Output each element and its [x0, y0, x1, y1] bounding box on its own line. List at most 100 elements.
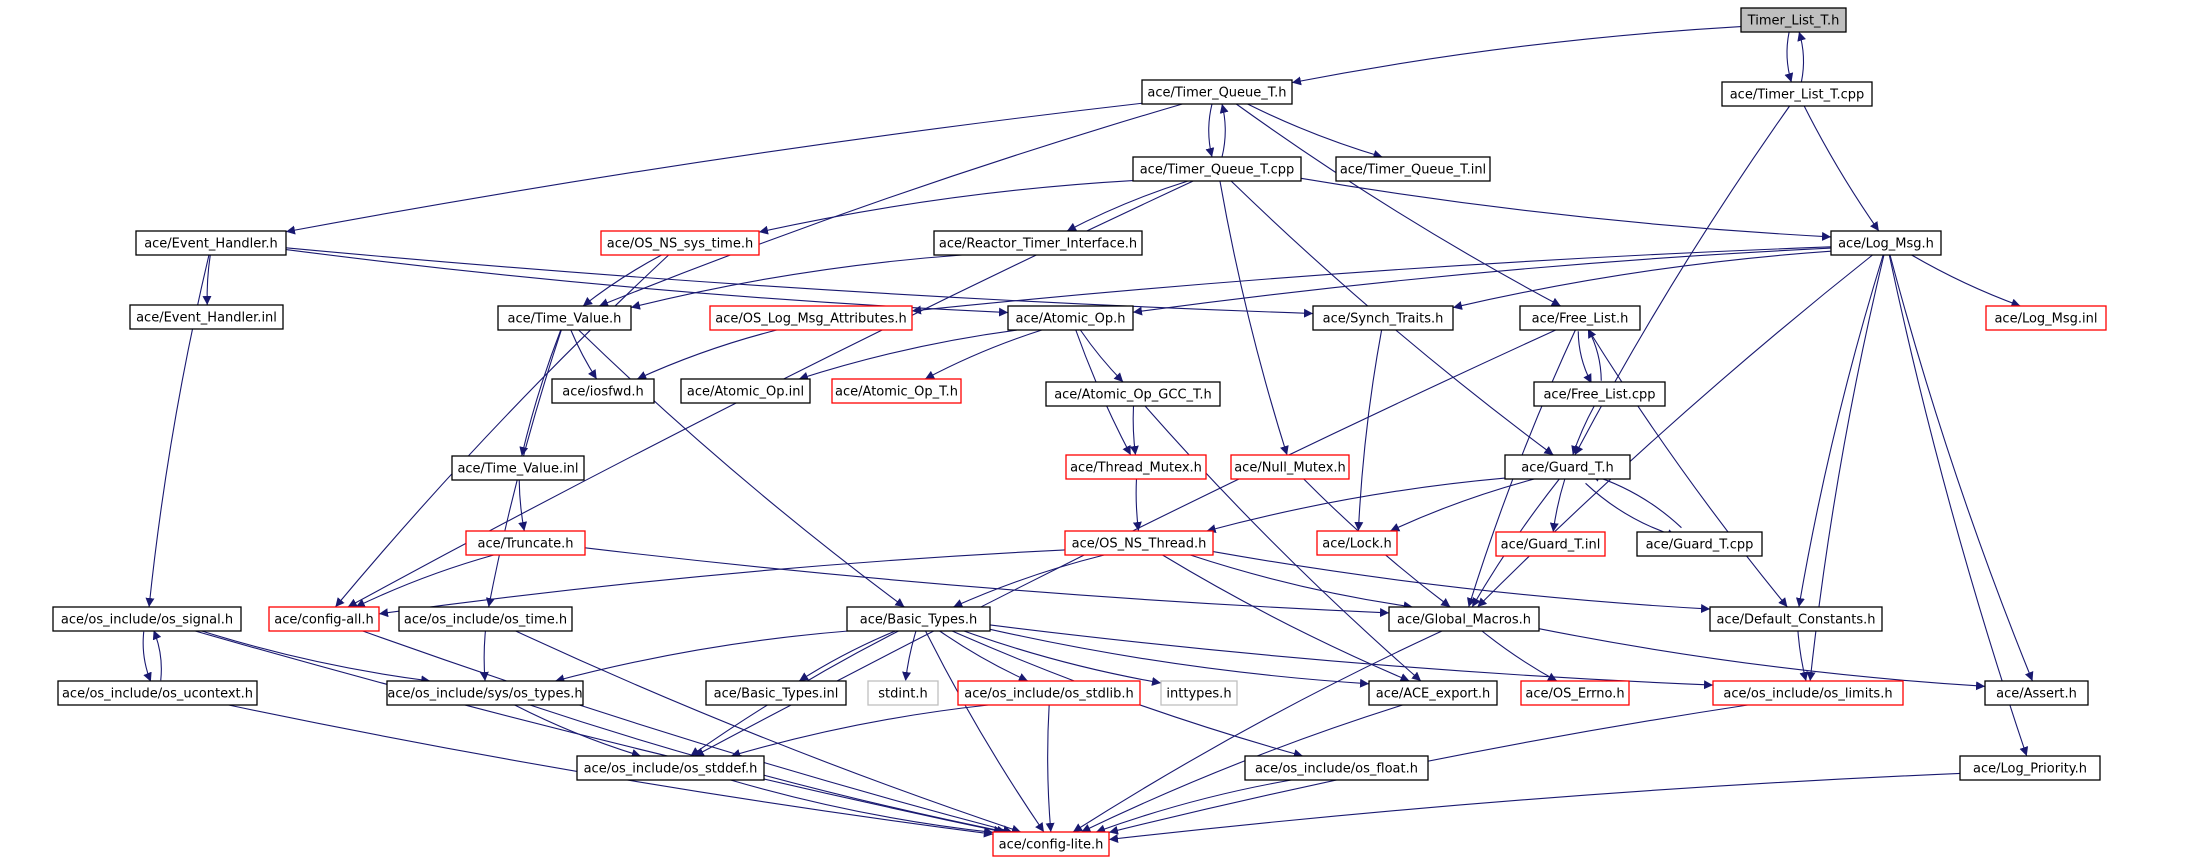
node-label: ace/Event_Handler.h — [144, 237, 278, 252]
edge-global_macros_h-to-config_lite_h — [1072, 630, 1443, 833]
node-box — [386, 680, 584, 706]
node-os-signal-h[interactable]: ace/os_include/os_signal.h — [52, 606, 242, 632]
node-log-msg-inl[interactable]: ace/Log_Msg.inl — [1985, 305, 2107, 331]
node-event-handler-h[interactable]: ace/Event_Handler.h — [135, 230, 287, 256]
edge-timer_queue_t_cpp-to-null_mutex_h — [1219, 180, 1289, 456]
node-atomic-op-gcc-t-h[interactable]: ace/Atomic_Op_GCC_T.h — [1045, 381, 1221, 407]
edge-global_macros_h-to-assert_h — [1538, 628, 1986, 691]
node-lock-h[interactable]: ace/Lock.h — [1316, 530, 1398, 556]
node-iosfwd-h[interactable]: ace/iosfwd.h — [551, 378, 655, 404]
node-box — [709, 305, 913, 331]
node-guard-t-inl[interactable]: ace/Guard_T.inl — [1495, 531, 1606, 557]
node-os-types-h[interactable]: ace/os_include/sys/os_types.h — [386, 680, 584, 706]
node-atomic-op-inl[interactable]: ace/Atomic_Op.inl — [680, 378, 811, 404]
edge-time_value_h-to-iosfwd_h — [570, 329, 598, 380]
node-box — [831, 378, 962, 404]
edge-os_signal_h-to-config_lite_h — [195, 630, 1003, 835]
node-free-list-h[interactable]: ace/Free_List.h — [1519, 305, 1641, 331]
node-box — [1335, 156, 1491, 182]
node-label: ace/os_include/os_limits.h — [1723, 687, 1892, 702]
edge-log_msg_h-to-atomic_op_h — [1132, 247, 1832, 316]
node-label: ace/Time_Value.inl — [457, 462, 578, 477]
edge-os_types_h-to-os_stddef_h — [514, 704, 641, 758]
edge-os_stdlib_h-to-config_lite_h — [1045, 704, 1055, 833]
edge-basic_types_h-to-config_lite_h — [925, 630, 1045, 833]
node-atomic-op-h[interactable]: ace/Atomic_Op.h — [1007, 305, 1134, 331]
node-box — [1141, 79, 1293, 105]
node-timer-queue-t-h[interactable]: ace/Timer_Queue_T.h — [1141, 79, 1293, 105]
node-global-macros-h[interactable]: ace/Global_Macros.h — [1388, 606, 1540, 632]
edge-os_time_h-to-config_lite_h — [515, 630, 1022, 834]
node-time-value-inl[interactable]: ace/Time_Value.inl — [451, 455, 585, 481]
node-ace-export-h[interactable]: ace/ACE_export.h — [1368, 680, 1498, 706]
edge-os_ucontext_h-to-os_signal_h — [152, 630, 162, 681]
node-assert-h[interactable]: ace/Assert.h — [1984, 680, 2089, 706]
node-box — [1519, 305, 1641, 331]
node-synch-traits-h[interactable]: ace/Synch_Traits.h — [1312, 305, 1454, 331]
node-label: ace/Basic_Types.h — [860, 613, 977, 628]
node-time-value-h[interactable]: ace/Time_Value.h — [497, 305, 632, 331]
node-box — [992, 831, 1110, 857]
node-guard-t-h[interactable]: ace/Guard_T.h — [1504, 454, 1631, 480]
node-basic-types-h[interactable]: ace/Basic_Types.h — [846, 606, 991, 632]
edge-basic_types_h-to-ace_export_h — [989, 628, 1370, 688]
node-null-mutex-h[interactable]: ace/Null_Mutex.h — [1230, 454, 1350, 480]
edges-layer — [142, 26, 2034, 843]
node-label: ace/Timer_Queue_T.h — [1147, 86, 1286, 101]
node-truncate-h[interactable]: ace/Truncate.h — [465, 530, 586, 556]
node-os-stdlib-h[interactable]: ace/os_include/os_stdlib.h — [957, 680, 1141, 706]
node-stdint-h[interactable]: stdint.h — [867, 680, 939, 706]
edge-reactor_timer_interface_h-to-time_value_h — [630, 254, 963, 310]
node-box — [1230, 454, 1350, 480]
node-log-priority-h[interactable]: ace/Log_Priority.h — [1959, 755, 2101, 781]
node-os-errno-h[interactable]: ace/OS_Errno.h — [1520, 680, 1630, 706]
node-label: ace/OS_Errno.h — [1525, 687, 1624, 702]
node-label: ace/Null_Mutex.h — [1234, 461, 1346, 476]
node-log-msg-h[interactable]: ace/Log_Msg.h — [1830, 230, 1942, 256]
node-os-float-h[interactable]: ace/os_include/os_float.h — [1244, 755, 1429, 781]
node-os-stddef-h[interactable]: ace/os_include/os_stddef.h — [576, 755, 765, 781]
node-box — [1959, 755, 2101, 781]
node-atomic-op-t-h[interactable]: ace/Atomic_Op_T.h — [831, 378, 962, 404]
edge-synch_traits_h-to-lock_h — [1354, 329, 1383, 532]
node-timer-queue-t-inl[interactable]: ace/Timer_Queue_T.inl — [1335, 156, 1491, 182]
node-timer-queue-t-cpp[interactable]: ace/Timer_Queue_T.cpp — [1132, 156, 1302, 182]
node-reactor-timer-interface-h[interactable]: ace/Reactor_Timer_Interface.h — [933, 230, 1143, 256]
node-box — [551, 378, 655, 404]
node-os-ns-sys-time-h[interactable]: ace/OS_NS_sys_time.h — [600, 230, 760, 256]
node-label: ace/Log_Priority.h — [1973, 762, 2087, 777]
edge-log_msg_h-to-synch_traits_h — [1452, 250, 1832, 310]
node-box — [57, 680, 258, 706]
node-label: ace/Guard_T.inl — [1501, 538, 1601, 553]
node-label: ace/config-lite.h — [999, 838, 1104, 853]
edge-timer_list_t_h-to-timer_list_t_cpp — [1784, 32, 1794, 83]
edge-event_handler_h-to-synch_traits_h — [285, 247, 1314, 318]
node-guard-t-cpp[interactable]: ace/Guard_T.cpp — [1636, 531, 1763, 557]
node-timer-list-t-cpp[interactable]: ace/Timer_List_T.cpp — [1721, 81, 1873, 107]
node-box — [846, 606, 991, 632]
edge-default_constants_h-to-os_limits_h — [1797, 630, 1809, 682]
node-label: ace/Timer_Queue_T.inl — [1340, 163, 1486, 178]
node-default-constants-h[interactable]: ace/Default_Constants.h — [1709, 606, 1883, 632]
node-box — [497, 305, 632, 331]
node-os-log-msg-attributes-h[interactable]: ace/OS_Log_Msg_Attributes.h — [709, 305, 913, 331]
edge-atomic_op_h-to-atomic_op_gcc_t_h — [1079, 329, 1124, 383]
node-os-ucontext-h[interactable]: ace/os_include/os_ucontext.h — [57, 680, 258, 706]
node-box — [1533, 381, 1666, 407]
node-thread-mutex-h[interactable]: ace/Thread_Mutex.h — [1065, 454, 1207, 480]
edge-basic_types_h-to-os_stdlib_h — [939, 630, 1029, 682]
node-box — [135, 230, 287, 256]
node-basic-types-inl[interactable]: ace/Basic_Types.inl — [705, 680, 847, 706]
node-box — [129, 304, 284, 330]
node-label: ace/Guard_T.cpp — [1646, 538, 1754, 553]
node-free-list-cpp[interactable]: ace/Free_List.cpp — [1533, 381, 1666, 407]
node-config-lite-h[interactable]: ace/config-lite.h — [992, 831, 1110, 857]
node-os-time-h[interactable]: ace/os_include/os_time.h — [398, 606, 573, 632]
node-os-limits-h[interactable]: ace/os_include/os_limits.h — [1712, 680, 1904, 706]
node-inttypes-h[interactable]: inttypes.h — [1160, 680, 1238, 706]
node-event-handler-inl[interactable]: ace/Event_Handler.inl — [129, 304, 284, 330]
node-os-ns-thread-h[interactable]: ace/OS_NS_Thread.h — [1064, 530, 1214, 556]
edge-guard_t_h-to-os_ns_thread_h — [1206, 477, 1506, 534]
node-config-all-h[interactable]: ace/config-all.h — [268, 606, 380, 632]
